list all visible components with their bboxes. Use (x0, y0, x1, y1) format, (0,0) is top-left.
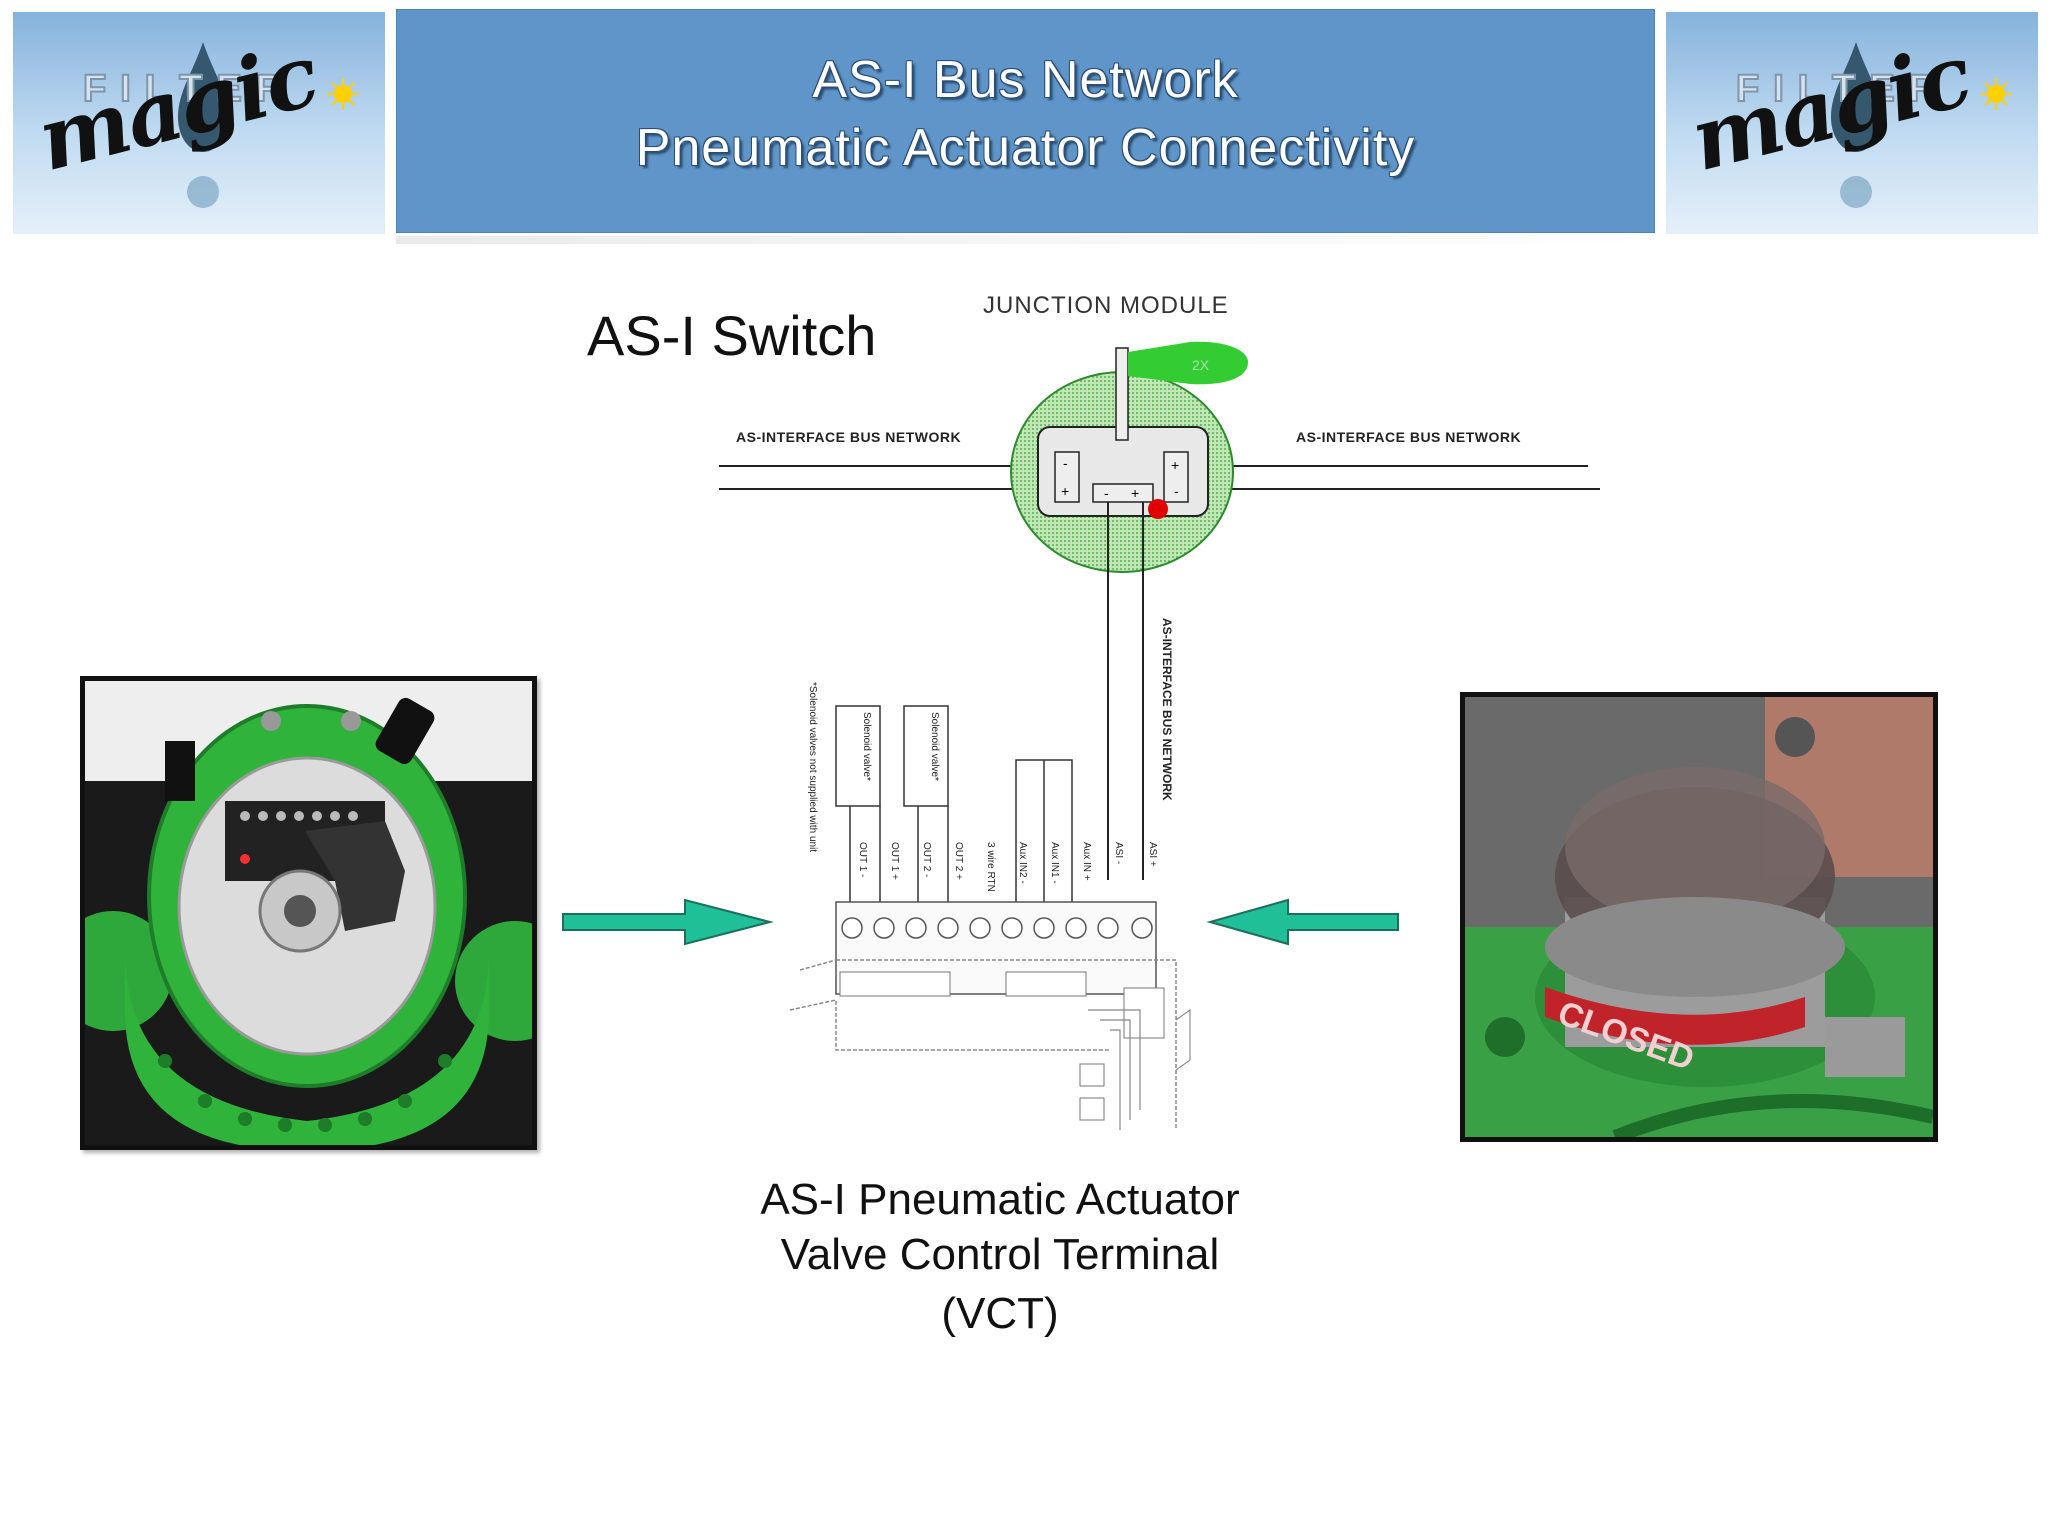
as-i-switch-label: AS-I Switch (587, 304, 877, 367)
svg-text:-: - (1104, 485, 1109, 501)
svg-text:-: - (1063, 455, 1068, 471)
terminal-labels: OUT 1 - OUT 1 + OUT 2 - OUT 2 + 3 wire RTN Au… (857, 842, 1158, 892)
vct-caption: AS-I Pneumatic Actuator Valve Control Te… (700, 1172, 1300, 1341)
sparkle-icon (327, 78, 359, 110)
solenoid-note: *Solenoid valves not supplied with unit (807, 682, 818, 852)
solenoid-valve-1 (835, 705, 881, 807)
arrow-left (1206, 898, 1399, 946)
vertical-bus-label: AS-INTERFACE BUS NETWORK (1160, 618, 1174, 801)
svg-text:Solenoid valve*: Solenoid valve* (929, 712, 940, 781)
terminal-label: ASI + (1147, 842, 1158, 867)
vct-line-3: (VCT) (941, 1289, 1059, 1338)
filter-magic-logo-left: FILTER magic (13, 12, 385, 234)
banner-shadow (396, 236, 1655, 244)
indicator-light (1148, 499, 1168, 519)
terminal-right (1163, 451, 1189, 503)
terminal-screws (841, 917, 1153, 939)
actuator-interior-photo (80, 676, 537, 1150)
logo-filter-text: FILTER (1735, 67, 1951, 111)
valve-indicator-photo: CLOSED (1460, 692, 1938, 1142)
vct-line-2: Valve Control Terminal (780, 1230, 1220, 1279)
bus-network-label-left: AS-INTERFACE BUS NETWORK (736, 429, 962, 445)
svg-text:Solenoid valve*: Solenoid valve* (861, 712, 872, 781)
title-line-1: AS-I Bus Network (812, 51, 1239, 109)
terminal-label: ASI - (1113, 842, 1124, 864)
module-text: 2X (1192, 357, 1210, 373)
terminal-label: OUT 2 - (921, 842, 932, 877)
junction-module-label: JUNCTION MODULE (983, 292, 1229, 319)
svg-text:+: + (1131, 485, 1139, 501)
vct-line-1: AS-I Pneumatic Actuator (760, 1175, 1240, 1224)
module-stem (1115, 347, 1129, 441)
module-indicator (1128, 341, 1248, 385)
solenoid-valve-2 (903, 705, 949, 807)
terminal-label: Aux IN1 - (1049, 842, 1060, 884)
svg-text:+: + (1171, 457, 1179, 473)
logo-filter-text: FILTER (82, 67, 298, 111)
terminal-left (1054, 451, 1080, 503)
terminal-label: OUT 1 - (857, 842, 868, 877)
bus-network-label-right: AS-INTERFACE BUS NETWORK (1296, 429, 1522, 445)
sparkle-icon (1980, 78, 2012, 110)
title-banner: AS-I Bus Network Pneumatic Actuator Conn… (396, 9, 1655, 233)
water-drop-icon (178, 42, 359, 208)
terminal-label: OUT 1 + (889, 842, 900, 880)
arrow-right (562, 898, 774, 946)
terminal-label: Aux IN + (1081, 842, 1092, 881)
filter-magic-logo-right: FILTER magic (1666, 12, 2038, 234)
title-line-2: Pneumatic Actuator Connectivity (635, 119, 1416, 177)
terminal-label: Aux IN2 - (1017, 842, 1028, 884)
terminal-label: 3 wire RTN (985, 842, 996, 892)
terminal-label: OUT 2 + (953, 842, 964, 880)
svg-text:-: - (1174, 483, 1179, 499)
svg-text:+: + (1061, 483, 1069, 499)
terminal-bottom (1092, 483, 1154, 503)
water-drop-icon (1831, 42, 2012, 208)
